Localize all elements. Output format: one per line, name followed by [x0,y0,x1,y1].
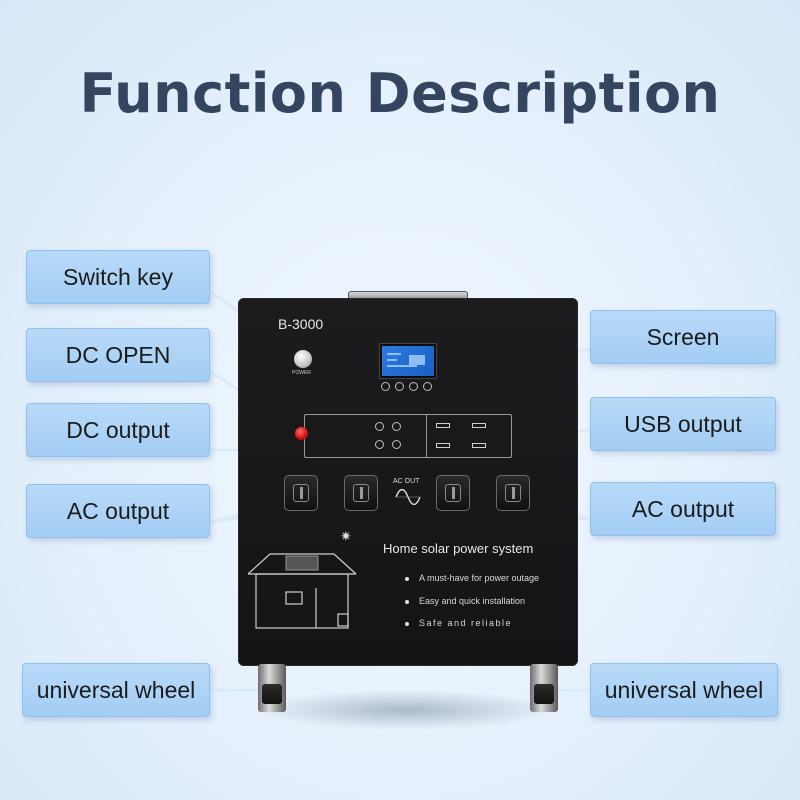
label-dc-output: DC output [26,403,210,457]
house-icon [247,553,357,629]
ac-outlet-2[interactable] [344,475,378,511]
wheel-left [258,664,286,712]
screen-button-4[interactable] [423,382,432,391]
label-switch-key: Switch key [26,250,210,304]
model-name: B-3000 [278,316,324,332]
screen-button-3[interactable] [409,382,418,391]
label-universal-wheel-right: universal wheel [590,663,778,717]
dc-port-4[interactable] [392,440,401,449]
ac-outlet-4[interactable] [496,475,530,511]
label-dc-open: DC OPEN [26,328,210,382]
usb-port-4[interactable] [472,443,486,448]
label-usb-output: USB output [590,397,776,451]
label-universal-wheel-left: universal wheel [22,663,210,717]
sine-wave-icon [395,489,421,505]
power-switch-button[interactable] [294,350,312,368]
dc-open-button[interactable] [295,427,308,440]
ac-out-text: AC OUT [393,478,420,485]
usb-port-3[interactable] [436,443,450,448]
usb-port-1[interactable] [436,423,450,428]
dc-port-2[interactable] [392,422,401,431]
usb-port-2[interactable] [472,423,486,428]
output-panel [304,414,512,458]
page-title: Function Description [79,62,721,125]
bullet-item: Easy and quick installation [405,596,525,606]
power-text: POWER [292,370,311,376]
screen-button-2[interactable] [395,382,404,391]
slogan-title: Home solar power system [383,541,534,556]
wheel-right [530,664,558,712]
device-shadow [255,690,555,730]
output-panel-divider [426,414,427,458]
bullet-item: A must-have for power outage [405,573,539,583]
sun-icon: ✷ [340,528,352,544]
label-ac-output-right: AC output [590,482,776,536]
dc-port-1[interactable] [375,422,384,431]
dc-port-3[interactable] [375,440,384,449]
screen-button-1[interactable] [381,382,390,391]
ac-outlet-1[interactable] [284,475,318,511]
label-ac-output-left: AC output [26,484,210,538]
lcd-screen [380,344,436,378]
bullet-item: Safe and reliable [405,618,512,628]
ac-outlet-3[interactable] [436,475,470,511]
label-screen: Screen [590,310,776,364]
